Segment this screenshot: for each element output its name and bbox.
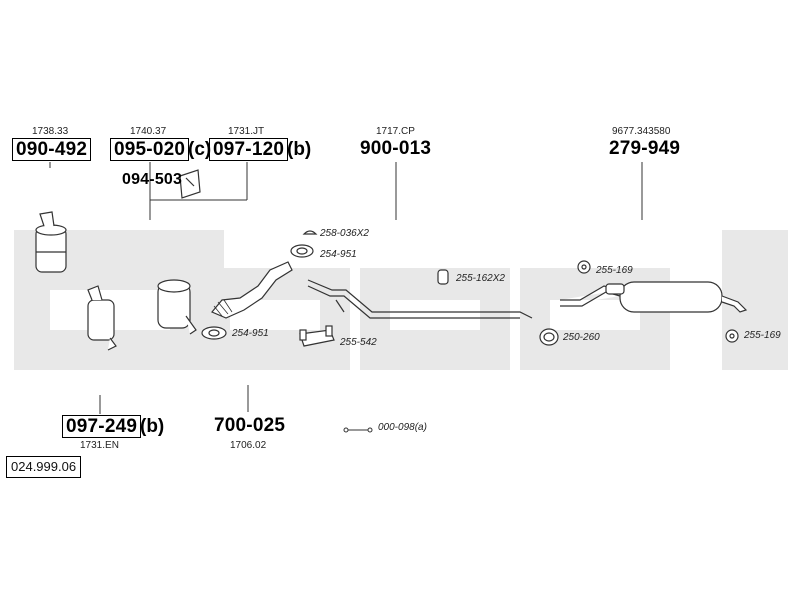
ref-1717: 1717.CP — [376, 126, 415, 137]
ref-1706: 1706.02 — [230, 440, 267, 451]
front-pipe — [211, 261, 293, 319]
part-number-700-025[interactable]: 700-025 — [214, 415, 286, 436]
callout-254-951-upper[interactable]: 254-951 — [320, 249, 357, 260]
catalytic-converter — [157, 279, 197, 335]
part-number-097-120[interactable]: 097-120 — [209, 138, 289, 161]
bolt-000-098 — [343, 427, 373, 433]
rear-silencer — [560, 281, 748, 313]
part-number-095-020[interactable]: 095-020 — [110, 138, 190, 161]
rubber-mount-258 — [302, 230, 318, 235]
gasket-254-951-upper — [290, 244, 314, 258]
dpf-canister-upper — [35, 211, 67, 273]
heat-shield — [179, 169, 201, 199]
part-number-090-492[interactable]: 090-492 — [12, 138, 92, 161]
gasket-254-951-lower — [201, 326, 227, 340]
dpf-canister-lower — [87, 285, 117, 351]
ref-1738: 1738.33 — [32, 126, 69, 137]
leader-lines — [49, 162, 643, 414]
callout-250-260[interactable]: 250-260 — [563, 332, 600, 343]
ref-1740: 1740.37 — [130, 126, 167, 137]
ref-1731-jt: 1731.JT — [228, 126, 265, 137]
callout-255-169-upper[interactable]: 255-169 — [596, 265, 633, 276]
part-number-094-503[interactable]: 094-503 — [122, 171, 183, 188]
part-number-097-249[interactable]: 097-249 — [62, 415, 142, 438]
callout-258-036x2[interactable]: 258-036X2 — [320, 228, 369, 239]
intermediate-pipe — [307, 279, 533, 319]
rubber-mount-255-169-upper — [577, 260, 591, 274]
callout-000-098a[interactable]: 000-098(a) — [378, 422, 427, 433]
part-number-279-949[interactable]: 279-949 — [609, 138, 681, 159]
suffix-c: (c) — [188, 139, 212, 160]
rubber-mount-255-169-lower — [725, 329, 739, 343]
ref-9677: 9677.343580 — [612, 126, 671, 137]
ref-1731-en: 1731.EN — [80, 440, 119, 451]
callout-255-542[interactable]: 255-542 — [340, 337, 377, 348]
diagram-number: 024.999.06 — [6, 456, 82, 478]
callout-255-162x2[interactable]: 255-162X2 — [456, 273, 505, 284]
suffix-b-bottom: (b) — [140, 416, 165, 437]
part-number-900-013[interactable]: 900-013 — [360, 138, 432, 159]
clamp-255-542 — [299, 325, 335, 347]
callout-255-169-lower[interactable]: 255-169 — [744, 330, 781, 341]
clamp-255-162 — [437, 269, 449, 285]
clamp-250-260 — [539, 328, 559, 346]
suffix-b-top: (b) — [287, 139, 312, 160]
callout-254-951-lower[interactable]: 254-951 — [232, 328, 269, 339]
